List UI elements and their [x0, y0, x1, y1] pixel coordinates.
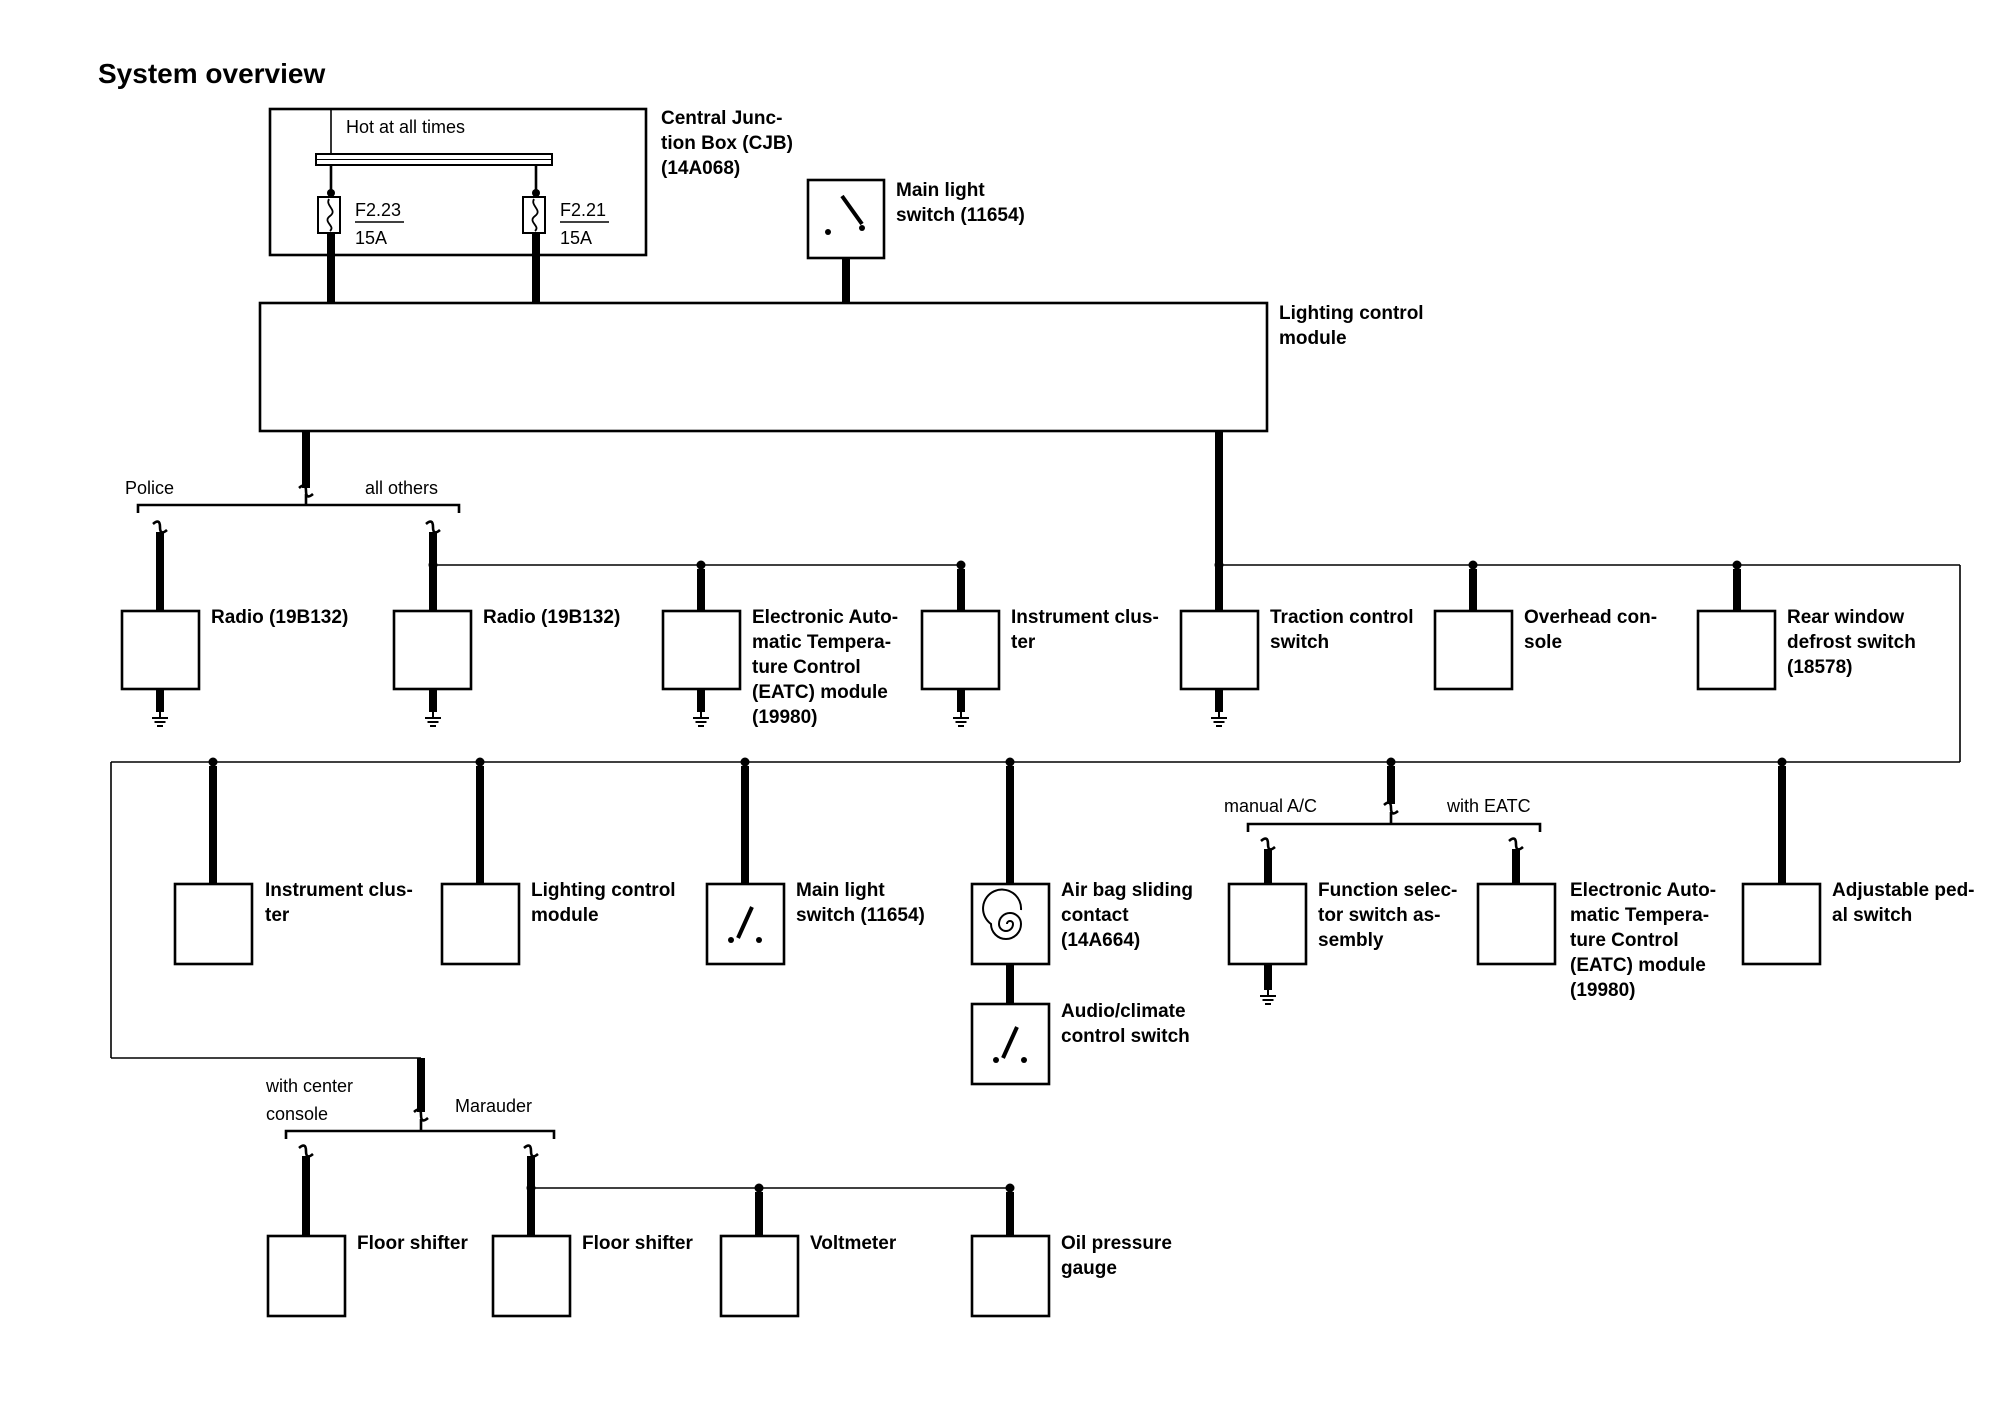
hot-at-all-times-label: Hot at all times — [346, 117, 465, 137]
component-label-2: contact — [1061, 905, 1129, 926]
floor-shifter-branch: with center console Marauder — [265, 1058, 1015, 1236]
lighting-control-module-row2: Lighting control module — [440, 880, 676, 966]
overhead-console: Overhead con- sole — [1433, 607, 1657, 691]
component-label-1: Audio/climate — [1061, 1001, 1186, 1022]
voltmeter: Voltmeter — [719, 1233, 897, 1318]
component-label-1: Instrument clus- — [1011, 607, 1159, 628]
component-label-1: Rear window — [1787, 607, 1904, 628]
eatc-module-row1: Electronic Auto- matic Tempera- ture Con… — [661, 607, 898, 728]
floor-shifter-center-console: Floor shifter — [266, 1233, 468, 1318]
component-label-5: (19980) — [752, 707, 818, 728]
component-label-1: Lighting control — [531, 880, 676, 901]
clock-spring-icon — [982, 888, 1023, 940]
central-junction-box: Hot at all times F2.23 15A F2.21 15A Cen… — [268, 107, 793, 257]
component-label-2: ter — [1011, 632, 1036, 653]
component-label-2: al switch — [1832, 905, 1912, 926]
row1-buses — [110, 560, 1961, 1059]
main-light-switch-label-1: Main light — [896, 180, 985, 201]
component-label-3: (14A664) — [1061, 930, 1140, 951]
component-label-1: Function selec- — [1318, 880, 1457, 901]
radio-all-others: Radio (19B132) — [392, 607, 620, 727]
component-label: Radio (19B132) — [483, 607, 620, 628]
branch-label-all-others: all others — [365, 478, 438, 498]
component-label-1: Overhead con- — [1524, 607, 1657, 628]
component-label-1: Traction control — [1270, 607, 1414, 628]
main-light-switch-label-2: switch (11654) — [896, 205, 1025, 226]
component-label-2: matic Tempera- — [752, 632, 891, 653]
cjb-label-1: Central Junc- — [661, 108, 782, 129]
component-label-5: (19980) — [1570, 980, 1636, 1001]
fuse-f2-21: F2.21 15A — [522, 165, 609, 255]
lighting-module-label-2: module — [1279, 328, 1347, 349]
branch-label-manual-ac: manual A/C — [1224, 796, 1317, 816]
fuse-rating: 15A — [560, 228, 592, 248]
component-label-1: Adjustable ped- — [1832, 880, 1975, 901]
component-label-3: sembly — [1318, 930, 1384, 951]
eatc-module-row2: Electronic Auto- matic Tempera- ture Con… — [1476, 880, 1716, 1001]
air-bag-sliding-contact: Air bag sliding contact (14A664) — [970, 880, 1193, 1004]
component-label: Floor shifter — [357, 1233, 468, 1254]
component-label-1: Air bag sliding — [1061, 880, 1193, 901]
branch-label-marauder: Marauder — [455, 1096, 532, 1116]
fuse-name: F2.23 — [355, 200, 401, 220]
traction-control-switch: Traction control switch — [1179, 607, 1414, 727]
component-label-2: sole — [1524, 632, 1562, 653]
radio-police: Radio (19B132) — [120, 607, 348, 727]
branch-label-police: Police — [125, 478, 174, 498]
row2-taps: manual A/C with EATC — [208, 757, 1787, 884]
component-label-1: Electronic Auto- — [1570, 880, 1716, 901]
branch-label-center-console-1: with center — [265, 1076, 353, 1096]
component-label: Floor shifter — [582, 1233, 693, 1254]
component-label-2: switch (11654) — [796, 905, 925, 926]
component-label-4: (EATC) module — [1570, 955, 1706, 976]
component-label-3: (18578) — [1787, 657, 1853, 678]
component-label-1: Instrument clus- — [265, 880, 413, 901]
cjb-label-3: (14A068) — [661, 158, 740, 179]
component-label-3: ture Control — [1570, 930, 1679, 951]
component-label-2: ter — [265, 905, 290, 926]
branch-label-center-console-2: console — [266, 1104, 328, 1124]
audio-climate-control-switch: Audio/climate control switch — [970, 1001, 1190, 1086]
fuse-f2-23: F2.23 15A — [317, 165, 404, 255]
oil-pressure-gauge: Oil pressure gauge — [970, 1233, 1172, 1318]
rear-window-defrost-switch: Rear window defrost switch (18578) — [1696, 607, 1916, 691]
component-label-1: Main light — [796, 880, 885, 901]
main-light-switch-row2: Main light switch (11654) — [705, 880, 925, 966]
main-light-switch-top: Main light switch (11654) — [806, 178, 1025, 303]
fuse-rating: 15A — [355, 228, 387, 248]
component-label-2: tor switch as- — [1318, 905, 1440, 926]
adjustable-pedal-switch: Adjustable ped- al switch — [1741, 880, 1975, 966]
component-label-2: switch — [1270, 632, 1329, 653]
component-label-2: module — [531, 905, 599, 926]
branch-label-with-eatc: with EATC — [1446, 796, 1531, 816]
instrument-cluster-row2: Instrument clus- ter — [173, 880, 413, 966]
function-selector-switch: Function selec- tor switch as- sembly — [1227, 880, 1457, 1005]
fuse-name: F2.21 — [560, 200, 606, 220]
component-label: Voltmeter — [810, 1233, 897, 1254]
component-label-4: (EATC) module — [752, 682, 888, 703]
lighting-control-module: Lighting control module — [258, 301, 1424, 433]
component-label: Radio (19B132) — [211, 607, 348, 628]
component-label-3: ture Control — [752, 657, 861, 678]
component-label-1: Oil pressure — [1061, 1233, 1172, 1254]
component-label-2: control switch — [1061, 1026, 1190, 1047]
component-label-2: gauge — [1061, 1258, 1117, 1279]
instrument-cluster-row1: Instrument clus- ter — [920, 607, 1159, 727]
component-label-2: defrost switch — [1787, 632, 1916, 653]
radio-branch: Police all others — [125, 431, 461, 611]
page-title: System overview — [98, 58, 325, 89]
component-label-2: matic Tempera- — [1570, 905, 1709, 926]
floor-shifter-marauder: Floor shifter — [491, 1233, 693, 1318]
cjb-label-2: tion Box (CJB) — [661, 133, 793, 154]
component-label-1: Electronic Auto- — [752, 607, 898, 628]
lighting-module-label-1: Lighting control — [1279, 303, 1424, 324]
